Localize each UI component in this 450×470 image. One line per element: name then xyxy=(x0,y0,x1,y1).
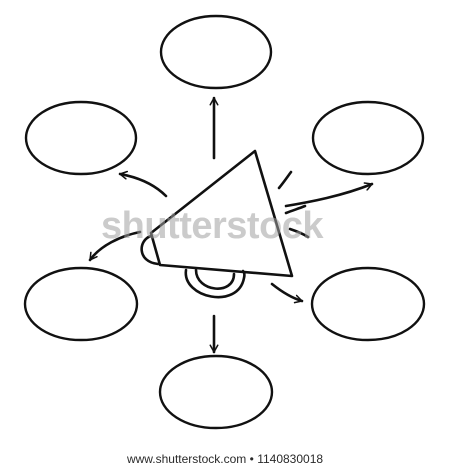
node-ellipse-top xyxy=(159,14,273,90)
sound-line-2 xyxy=(284,204,307,215)
image-footer: www.shutterstock.com • 1140830018 xyxy=(0,448,450,470)
node-ellipse-bottom xyxy=(158,354,274,430)
arrow-to-lower-left xyxy=(88,230,142,262)
sound-line-1 xyxy=(277,170,293,190)
megaphone-handle-outer xyxy=(184,268,246,299)
node-ellipse-lower-right xyxy=(310,266,426,342)
arrow-to-upper-right xyxy=(284,182,374,208)
megaphone-body xyxy=(149,149,294,278)
node-ellipse-upper-left xyxy=(24,100,138,176)
arrow-to-lower-right xyxy=(270,282,304,304)
sound-line-3 xyxy=(288,227,310,239)
megaphone-icon xyxy=(140,149,294,299)
node-ellipse-upper-right xyxy=(311,100,425,176)
footer-image-number: 1140830018 xyxy=(257,452,324,466)
megaphone-handle-inner xyxy=(194,268,236,290)
watermark-text: shutterstock xyxy=(101,205,324,247)
arrow-to-upper-left xyxy=(118,170,168,198)
node-ellipse-lower-left xyxy=(23,266,139,342)
footer-separator: • xyxy=(249,452,254,466)
megaphone-mouthpiece xyxy=(140,234,160,266)
footer-site: www.shutterstock.com xyxy=(126,452,247,466)
